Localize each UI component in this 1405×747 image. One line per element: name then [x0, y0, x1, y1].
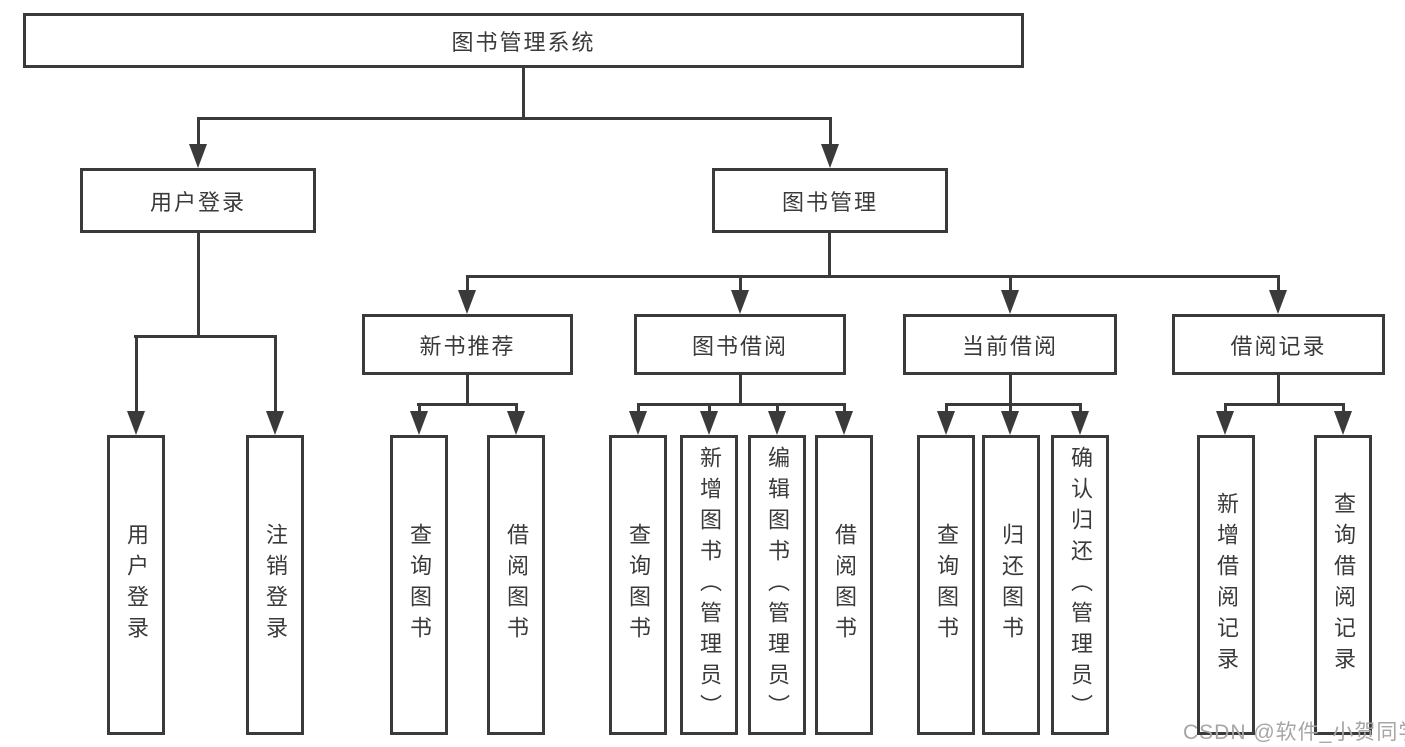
- connector-nb-drop: [466, 374, 469, 406]
- leaf-borrow-edit-books-admin: 编辑图书（管理员）: [748, 435, 806, 735]
- leaf-user-login: 用户登录: [107, 435, 165, 735]
- leaf-records-add-record: 新增借阅记录: [1197, 435, 1255, 735]
- arrow-to-leaf-br-query: [1334, 403, 1352, 435]
- leaf-newbook-borrow-books: 借阅图书: [487, 435, 545, 735]
- connector-ul-hbar: [134, 335, 277, 338]
- leaf-current-confirm-return-admin: 确认归还（管理员）: [1051, 435, 1109, 735]
- node-book-management-label: 图书管理: [781, 189, 878, 215]
- leaf-borrow-borrow-books: 借阅图书: [815, 435, 873, 735]
- arrow-to-borrow-records: [1269, 275, 1287, 314]
- connector-bm-drop: [828, 232, 831, 277]
- node-root-label: 图书管理系统: [451, 29, 596, 55]
- node-borrow-records: 借阅记录: [1172, 314, 1385, 375]
- node-root: 图书管理系统: [23, 13, 1024, 68]
- leaf-logout-label: 注销登录: [263, 523, 288, 647]
- connector-cb-hbar: [945, 403, 1082, 406]
- connector-ul-drop: [197, 232, 200, 338]
- connector-nb-hbar: [417, 403, 518, 406]
- connector-root-drop: [522, 67, 525, 119]
- node-new-book-recommend: 新书推荐: [362, 314, 573, 375]
- arrow-to-leaf-logout: [266, 335, 284, 435]
- arrow-to-user-login: [189, 117, 207, 168]
- node-borrow-records-label: 借阅记录: [1230, 333, 1327, 359]
- leaf-records-query-record: 查询借阅记录: [1314, 435, 1372, 735]
- leaf-newbook-borrow-books-label: 借阅图书: [504, 523, 529, 647]
- arrow-to-leaf-cb-return: [1001, 403, 1019, 435]
- leaf-borrow-add-books-admin-label: 新增图书（管理员）: [697, 445, 722, 725]
- arrow-to-leaf-bb-borrow: [835, 403, 853, 435]
- leaf-current-query-books: 查询图书: [917, 435, 975, 735]
- leaf-current-confirm-return-admin-label: 确认归还（管理员）: [1068, 445, 1093, 725]
- leaf-borrow-edit-books-admin-label: 编辑图书（管理员）: [765, 445, 790, 725]
- node-book-borrow: 图书借阅: [634, 314, 846, 375]
- watermark-text: CSDN @软件_小贺同学: [1183, 721, 1405, 744]
- node-current-borrow-label: 当前借阅: [961, 333, 1058, 359]
- connector-bm-hbar: [466, 275, 1280, 278]
- arrow-to-leaf-user-login: [127, 335, 145, 435]
- arrow-to-book-borrow: [731, 275, 749, 314]
- arrow-to-book-management: [821, 117, 839, 168]
- leaf-user-login-label: 用户登录: [124, 523, 149, 647]
- leaf-borrow-add-books-admin: 新增图书（管理员）: [680, 435, 738, 735]
- leaf-current-query-books-label: 查询图书: [934, 523, 959, 647]
- node-user-login-label: 用户登录: [149, 189, 246, 215]
- arrow-to-leaf-nb-query: [410, 403, 428, 435]
- arrow-to-leaf-cb-confirm: [1071, 403, 1089, 435]
- leaf-current-return-books-label: 归还图书: [999, 523, 1024, 647]
- connector-cb-drop: [1009, 374, 1012, 406]
- node-book-borrow-label: 图书借阅: [691, 333, 788, 359]
- arrow-to-leaf-br-add: [1216, 403, 1234, 435]
- leaf-borrow-query-books-label: 查询图书: [626, 523, 651, 647]
- leaf-records-query-record-label: 查询借阅记录: [1331, 492, 1356, 678]
- leaf-borrow-query-books: 查询图书: [609, 435, 667, 735]
- arrow-to-leaf-bb-add: [700, 403, 718, 435]
- node-user-login: 用户登录: [80, 168, 316, 233]
- arrow-to-leaf-bb-query: [629, 403, 647, 435]
- arrow-to-leaf-cb-query: [937, 403, 955, 435]
- connector-bb-drop: [739, 374, 742, 406]
- leaf-logout: 注销登录: [246, 435, 304, 735]
- arrow-to-new-book-recommend: [458, 275, 476, 314]
- node-current-borrow: 当前借阅: [903, 314, 1117, 375]
- node-new-book-recommend-label: 新书推荐: [419, 333, 516, 359]
- arrow-to-leaf-nb-borrow: [507, 403, 525, 435]
- leaf-newbook-query-books: 查询图书: [390, 435, 448, 735]
- connector-bb-hbar: [637, 403, 846, 406]
- leaf-newbook-query-books-label: 查询图书: [407, 523, 432, 647]
- arrow-to-current-borrow: [1001, 275, 1019, 314]
- leaf-borrow-borrow-books-label: 借阅图书: [832, 523, 857, 647]
- connector-root-hbar: [197, 117, 832, 120]
- connector-br-drop: [1277, 374, 1280, 406]
- leaf-current-return-books: 归还图书: [982, 435, 1040, 735]
- connector-br-hbar: [1224, 403, 1345, 406]
- node-book-management: 图书管理: [712, 168, 948, 233]
- arrow-to-leaf-bb-edit: [768, 403, 786, 435]
- leaf-records-add-record-label: 新增借阅记录: [1214, 492, 1239, 678]
